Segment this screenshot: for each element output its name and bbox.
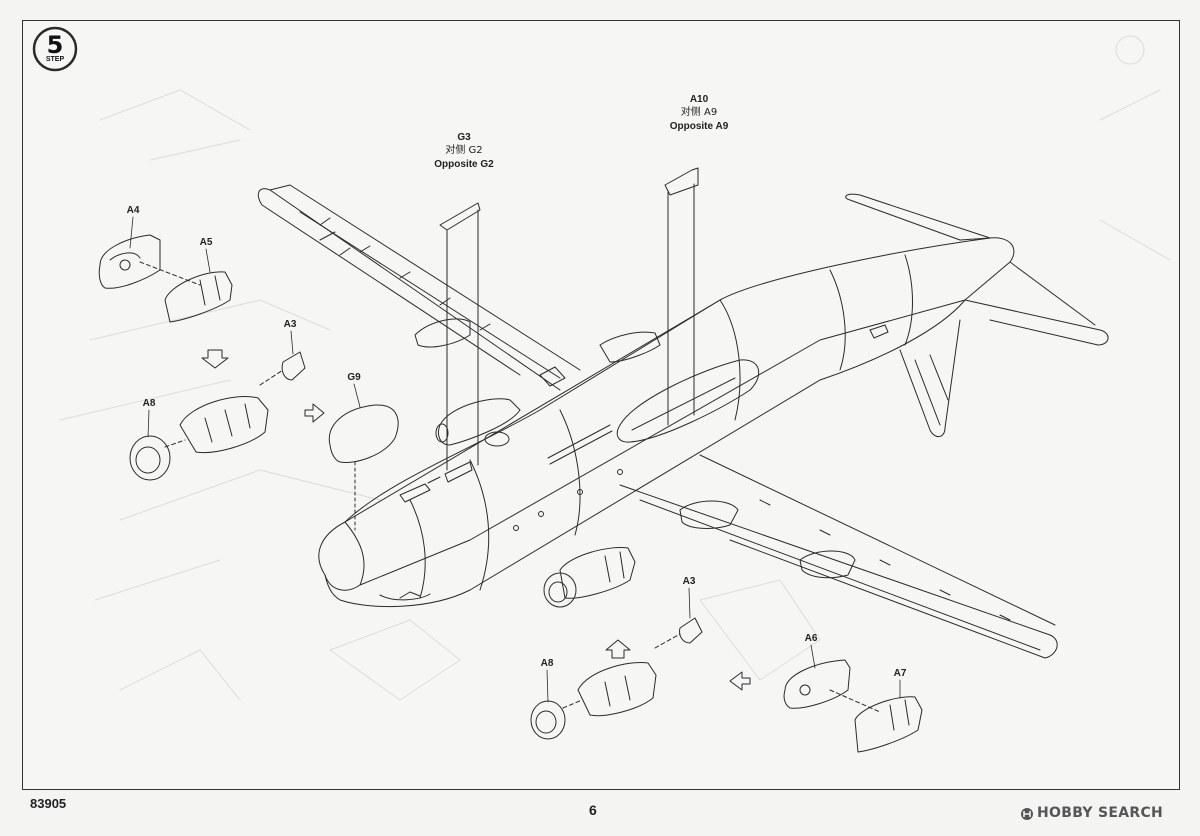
antenna-parts (439, 167, 699, 471)
page-number: 6 (589, 802, 597, 818)
part-label-a10-opposite-en: Opposite A9 (669, 121, 729, 132)
step-number: 5 (46, 31, 64, 59)
part-label-a8-left: A8 (142, 398, 156, 409)
part-label-a10-opposite-cn: 对侧 A9 (680, 107, 718, 118)
part-label-a10: A10 (689, 94, 709, 105)
part-label-g3-opposite-cn: 对侧 G2 (445, 145, 483, 156)
part-label-a6: A6 (804, 633, 818, 644)
part-label-a4: A4 (126, 205, 140, 216)
part-label-a8-right: A8 (540, 658, 554, 669)
part-label-g3: G3 (457, 132, 471, 143)
bleed-through-background (59, 35, 1171, 701)
step-badge: 5 STEP (33, 27, 77, 71)
part-label-a3-right: A3 (682, 576, 696, 587)
engine-assembly-left (98, 234, 399, 531)
leader-lines (129, 216, 901, 703)
tail-assembly (845, 193, 1109, 437)
part-label-a5: A5 (199, 237, 213, 248)
part-label-g9: G9 (347, 372, 361, 383)
watermark: HOBBY SEARCH (1037, 805, 1164, 821)
part-label-a7: A7 (893, 668, 907, 679)
kit-number: 83905 (30, 796, 67, 811)
step-badge-ring (32, 26, 78, 72)
left-wing (257, 184, 581, 391)
step-word: STEP (45, 56, 65, 63)
hobby-search-logo-icon (1021, 808, 1033, 820)
aircraft-fuselage (318, 237, 1015, 608)
engine-assembly-right (530, 546, 923, 753)
instruction-sheet-border (22, 20, 1180, 790)
part-label-g3-opposite-en: Opposite G2 (434, 159, 494, 170)
part-label-a3-left: A3 (283, 319, 297, 330)
right-wing (619, 454, 1058, 659)
